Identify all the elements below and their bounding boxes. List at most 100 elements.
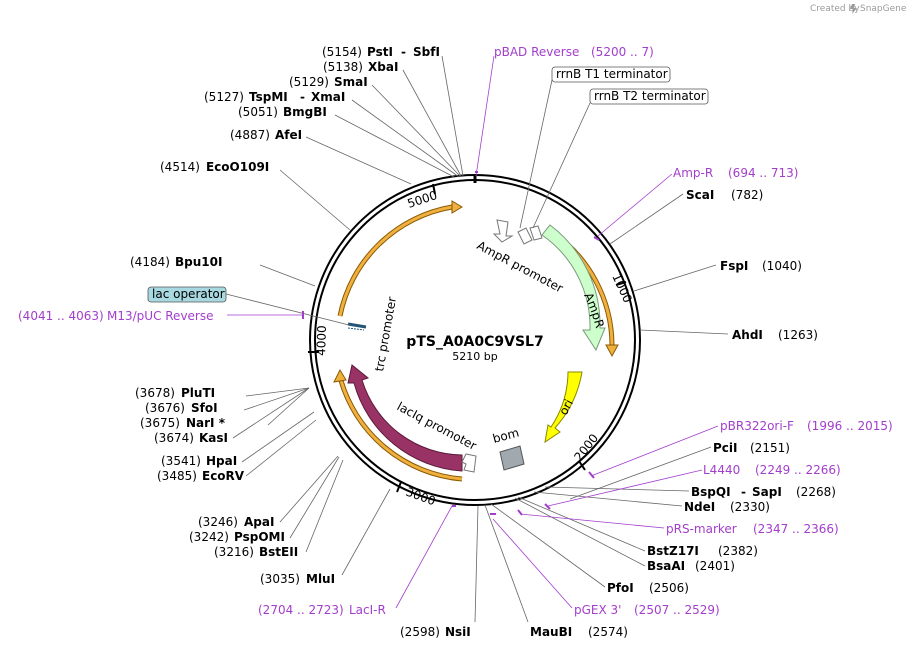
site-bpu10I[interactable]: (4184) Bpu10I — [130, 255, 222, 269]
svg-text:(4184): (4184) — [130, 255, 170, 269]
site-pciI[interactable]: PciI (2151) — [713, 441, 790, 455]
snapgene-credit: Created by SnapGene — [810, 4, 907, 14]
svg-text:ScaI: ScaI — [686, 188, 714, 202]
svg-text:(3216): (3216) — [214, 545, 254, 559]
site-scaI[interactable]: ScaI (782) — [686, 188, 763, 202]
svg-text:(694 .. 713): (694 .. 713) — [728, 166, 798, 180]
svg-text:(3675): (3675) — [140, 416, 180, 430]
lac-operator-mark — [347, 322, 367, 331]
svg-text:BsaAI: BsaAI — [647, 559, 685, 573]
svg-text:(5127): (5127) — [204, 90, 244, 104]
svg-text:MauBI: MauBI — [530, 625, 572, 639]
lac-operator-box[interactable]: lac operator — [147, 286, 227, 303]
svg-text:pBAD Reverse: pBAD Reverse — [494, 45, 579, 59]
site-ahdI[interactable]: AhdI (1263) — [732, 328, 818, 342]
tick-2000: 2000 — [571, 431, 601, 464]
svg-text:XmaI: XmaI — [311, 90, 345, 104]
site-pluTI[interactable]: (3678) PluTI — [135, 386, 215, 400]
site-xbaI[interactable]: (5138) XbaI — [323, 60, 398, 74]
svg-text:(2347 .. 2366): (2347 .. 2366) — [753, 522, 839, 536]
svg-text:-: - — [300, 90, 305, 104]
svg-text:PfoI: PfoI — [607, 581, 634, 595]
tick-5000: 5000 — [406, 188, 439, 211]
svg-text:(5138): (5138) — [323, 60, 363, 74]
site-mauBI[interactable]: MauBI (2574) — [530, 625, 628, 639]
svg-text:(5051): (5051) — [238, 105, 278, 119]
svg-text:(2249 .. 2266): (2249 .. 2266) — [755, 463, 841, 477]
svg-text:(3541): (3541) — [161, 454, 201, 468]
site-ecoRV[interactable]: (3485) EcoRV — [157, 469, 245, 483]
site-afeI[interactable]: (4887) AfeI — [230, 128, 302, 142]
site-bstEII[interactable]: (3216) BstEII — [214, 545, 298, 559]
site-bsaAI[interactable]: BsaAI (2401) — [647, 559, 735, 573]
svg-text:(2151): (2151) — [750, 441, 790, 455]
ampr-promoter-arrow — [492, 219, 514, 243]
svg-text:PciI: PciI — [713, 441, 738, 455]
svg-text:(4887): (4887) — [230, 128, 270, 142]
site-pspOMI[interactable]: (3242) PspOMI — [189, 530, 285, 544]
site-fspI[interactable]: FspI (1040) — [720, 259, 802, 273]
svg-text:AfeI: AfeI — [275, 128, 302, 142]
site-apaI[interactable]: (3246) ApaI — [198, 515, 274, 529]
rrnb-terminator-marks — [517, 225, 543, 245]
site-bmgBI[interactable]: (5051) BmgBI — [238, 105, 327, 119]
svg-text:(2507 .. 2529): (2507 .. 2529) — [634, 603, 720, 617]
svg-text:NarI *: NarI * — [186, 416, 226, 430]
site-bspQI-sapI[interactable]: BspQI - SapI (2268) — [691, 485, 836, 499]
site-hpaI[interactable]: (3541) HpaI — [161, 454, 237, 468]
svg-text:(2382): (2382) — [718, 544, 758, 558]
svg-text:(2598): (2598) — [400, 625, 440, 639]
site-ecoO109I[interactable]: (4514) EcoO109I — [160, 160, 269, 174]
bom-label: bom — [491, 425, 520, 445]
plasmid-length: 5210 bp — [452, 350, 497, 363]
svg-text:(782): (782) — [731, 188, 763, 202]
svg-text:(2268): (2268) — [796, 485, 836, 499]
rrnb-t1-terminator-box[interactable]: rrnB T1 terminator — [551, 66, 671, 83]
svg-text:(5200 .. 7): (5200 .. 7) — [591, 45, 654, 59]
svg-text:(4514): (4514) — [160, 160, 200, 174]
svg-text:(3678): (3678) — [135, 386, 175, 400]
site-smaI[interactable]: (5129) SmaI — [289, 75, 368, 89]
site-kasI[interactable]: (3674) KasI — [154, 431, 228, 445]
site-sfoI[interactable]: (3676) SfoI — [145, 401, 218, 415]
enzyme-leader-lines — [232, 55, 729, 623]
site-pfoI[interactable]: PfoI (2506) — [607, 581, 689, 595]
svg-text:PspOMI: PspOMI — [234, 530, 285, 544]
primer-leader-lines — [227, 55, 719, 609]
plasmid-name: pTS_A0A0C9VSL7 — [406, 334, 543, 350]
primer-pgex-3[interactable]: pGEX 3' (2507 .. 2529) — [574, 603, 720, 617]
svg-text:Amp-R: Amp-R — [673, 166, 713, 180]
svg-text:(1996 .. 2015): (1996 .. 2015) — [807, 419, 893, 433]
svg-text:(3246): (3246) — [198, 515, 238, 529]
site-ndeI[interactable]: NdeI (2330) — [684, 500, 770, 514]
primer-pbr322ori-f[interactable]: pBR322ori-F (1996 .. 2015) — [720, 419, 893, 433]
site-pstI-sbfI[interactable]: (5154) PstI - SbfI — [322, 45, 440, 59]
svg-text:M13/pUC Reverse: M13/pUC Reverse — [107, 309, 214, 323]
svg-text:Bpu10I: Bpu10I — [175, 255, 222, 269]
svg-text:BspQI: BspQI — [691, 485, 731, 499]
site-narI[interactable]: (3675) NarI * — [140, 416, 226, 430]
primer-l4440[interactable]: L4440 (2249 .. 2266) — [703, 463, 841, 477]
primer-laci-r[interactable]: (2704 .. 2723) LacI-R — [258, 603, 386, 617]
svg-text:-: - — [741, 485, 746, 499]
rrnb-t2-terminator-box[interactable]: rrnB T2 terminator — [589, 88, 709, 105]
primer-amp-r[interactable]: Amp-R (694 .. 713) — [673, 166, 798, 180]
site-bstZ17I[interactable]: BstZ17I (2382) — [647, 544, 758, 558]
site-tspMI-xmaI[interactable]: (5127) TspMI - XmaI — [204, 90, 345, 104]
site-mluI[interactable]: (3035) MluI — [260, 572, 335, 586]
primer-pbad-reverse[interactable]: pBAD Reverse (5200 .. 7) — [494, 45, 654, 59]
site-nsiI[interactable]: (2598) NsiI — [400, 625, 471, 639]
svg-text:(2401): (2401) — [695, 559, 735, 573]
svg-text:rrnB T1 terminator: rrnB T1 terminator — [556, 67, 668, 81]
svg-text:(2330): (2330) — [730, 500, 770, 514]
primer-prs-marker[interactable]: pRS-marker (2347 .. 2366) — [666, 522, 839, 536]
svg-text:NdeI: NdeI — [684, 500, 715, 514]
credit-brand: SnapGene — [860, 4, 907, 14]
svg-text:(2506): (2506) — [649, 581, 689, 595]
primer-m13-puc-reverse[interactable]: (4041 .. 4063) M13/pUC Reverse — [18, 309, 214, 323]
svg-text:BstZ17I: BstZ17I — [647, 544, 699, 558]
trc-promoter-label: trc promoter — [372, 296, 399, 373]
svg-text:MluI: MluI — [306, 572, 335, 586]
svg-text:FspI: FspI — [720, 259, 748, 273]
